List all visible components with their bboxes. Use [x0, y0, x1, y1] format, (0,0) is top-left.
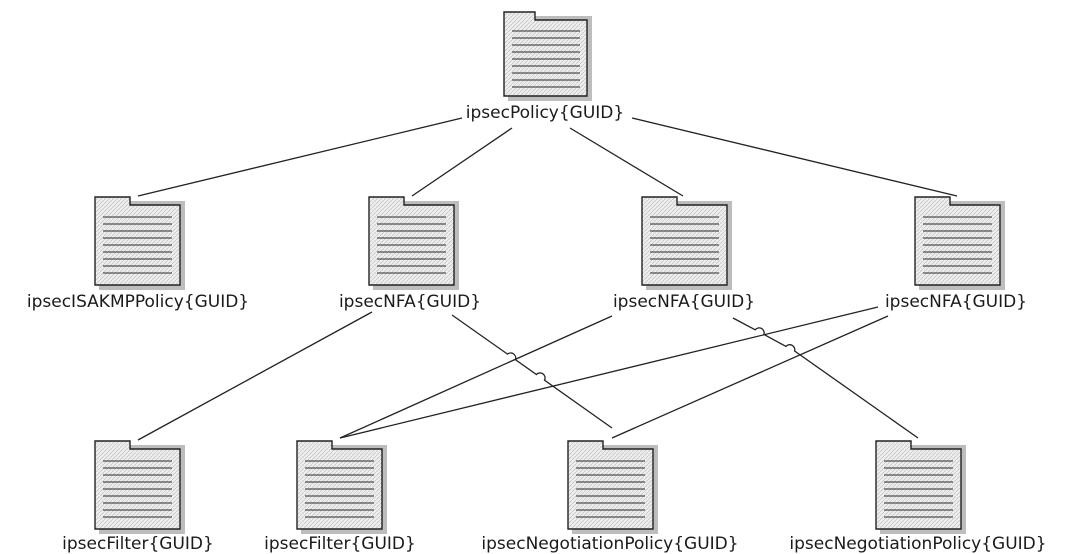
node-ipsec-isakmp-policy: ipsecISAKMPPolicy{GUID} [27, 196, 249, 312]
node-ipsec-policy: ipsecPolicy{GUID} [466, 11, 624, 123]
document-icon [296, 440, 387, 534]
node-label: ipsecISAKMPPolicy{GUID} [27, 292, 249, 312]
node-label: ipsecNegotiationPolicy{GUID} [789, 534, 1046, 554]
node-ipsec-negotiation-policy-1: ipsecNegotiationPolicy{GUID} [481, 440, 739, 554]
edge-policy-nfa1 [411, 127, 513, 197]
node-ipsec-nfa-3: ipsecNFA{GUID} [885, 196, 1027, 312]
edge-nfa2-filter2 [339, 315, 613, 439]
node-ipsec-nfa-1: ipsecNFA{GUID} [339, 196, 481, 312]
node-label: ipsecPolicy{GUID} [466, 103, 624, 123]
edge-policy-isakmp [137, 117, 463, 197]
connectors [137, 117, 958, 441]
document-icon [94, 196, 185, 290]
edge-policy-nfa3 [631, 117, 958, 197]
node-ipsec-filter-2: ipsecFilter{GUID} [264, 440, 416, 554]
edge-nfa3-negpol1 [611, 315, 889, 439]
edge-policy-nfa2 [569, 127, 684, 197]
edge-nfa1-negpol1 [451, 314, 613, 429]
edge-nfa1-filter1 [137, 311, 373, 441]
document-icon [368, 196, 459, 290]
edge-nfa3-filter2 [339, 306, 879, 439]
node-ipsec-negotiation-policy-2: ipsecNegotiationPolicy{GUID} [789, 440, 1047, 554]
node-label: ipsecNFA{GUID} [339, 292, 481, 312]
document-icon [567, 440, 658, 534]
node-label: ipsecFilter{GUID} [62, 534, 214, 554]
edge-nfa2-negpol2 [732, 317, 919, 439]
document-icon [914, 196, 1005, 290]
document-icon [875, 440, 966, 534]
node-label: ipsecNegotiationPolicy{GUID} [481, 534, 738, 554]
node-ipsec-filter-1: ipsecFilter{GUID} [62, 440, 214, 554]
document-icon [503, 11, 592, 101]
document-icon [94, 440, 185, 534]
node-label: ipsecNFA{GUID} [885, 292, 1027, 312]
node-label: ipsecFilter{GUID} [264, 534, 416, 554]
node-label: ipsecNFA{GUID} [613, 292, 755, 312]
node-ipsec-nfa-2: ipsecNFA{GUID} [613, 196, 755, 312]
document-icon [641, 196, 732, 290]
